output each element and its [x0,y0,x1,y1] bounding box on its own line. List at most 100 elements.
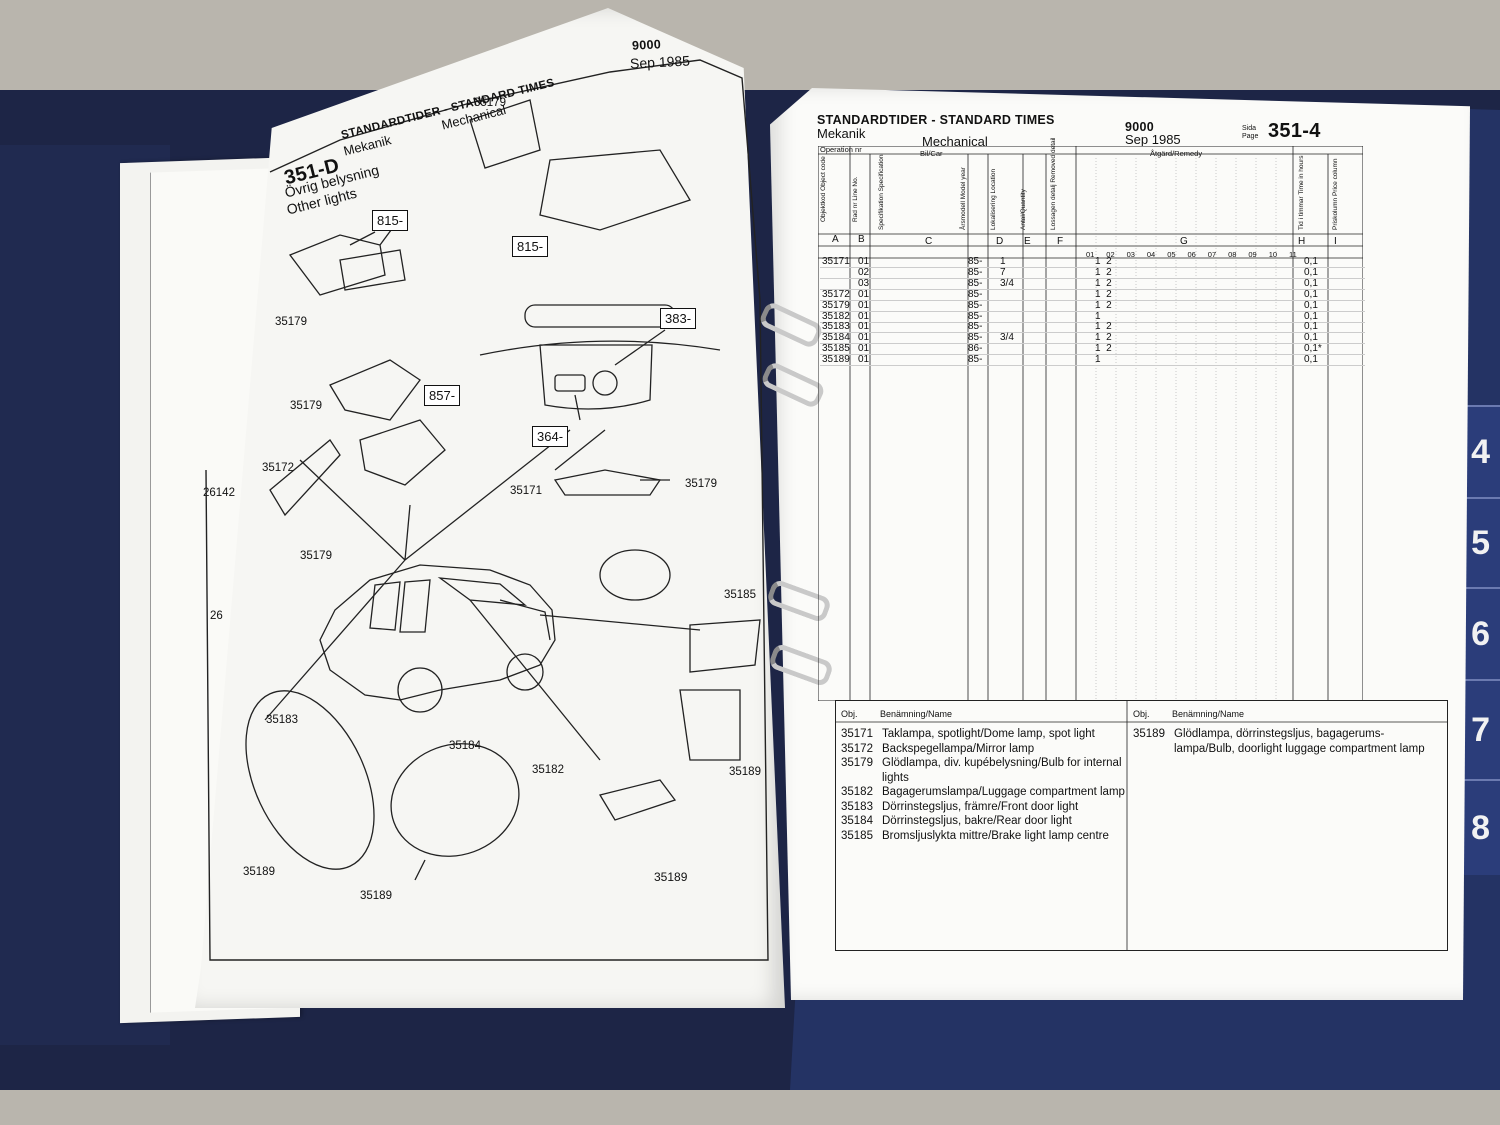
cell-code: 35184 [822,332,850,344]
legend-name: Taklampa, spotlight/Dome lamp, spot ligh… [882,728,1095,740]
cell-code: 35172 [822,288,850,300]
legend-name: Bromsljuslykta mittre/Brake light lamp c… [882,829,1109,842]
part-label: 35189 [243,866,275,878]
part-label: 35182 [532,764,564,776]
remedy-number: 09 [1248,250,1257,259]
legend-name: Dörrinstegsljus, främre/Front door light [882,800,1079,813]
part-label: 35189 [360,890,392,902]
cell-line: 01 [858,310,870,322]
legend-code: 35189 [1133,728,1165,740]
cell-code: 35179 [822,299,850,311]
col-letter: F [1057,236,1064,247]
legend-obj-header: Obj. [1133,709,1150,719]
remedy-number: 08 [1228,250,1237,259]
cell-code: 35183 [822,321,850,333]
cell-g: 1 2 [1095,256,1112,267]
legend-name: Backspegellampa/Mirror lamp [882,742,1035,755]
legend-name-header: Benämning/Name [880,709,953,719]
header-time: Tid i timmar Time in hours [1298,155,1305,230]
cell-g: 1 [1095,310,1101,322]
cell-loc: 3/4 [1000,332,1014,344]
col-letter: C [925,236,933,247]
cell-line: 01 [858,354,870,366]
page-label-sv: Sida [1242,125,1257,132]
col-letter: A [832,234,839,245]
cell-year: 85- [968,354,983,366]
header-removed-detail: Lossagen detalj Removed detail [1050,137,1057,230]
group-operation: Operation nr [820,145,862,154]
tab-label: 5 [1471,523,1490,562]
table-row: 35189 01 85- 1 0,1 [820,354,1365,367]
callout-box: 857- [424,385,461,406]
cell-time: 0,1 [1304,256,1318,267]
header-specification: Specifikation Specification [878,154,885,230]
col-letter: H [1298,236,1306,247]
header-price: Priskolumn Price column [1332,158,1339,230]
right-header-mekanik: Mekanik [817,126,866,141]
legend-name: Glödlampa, div. kupébelysning/Bulb for i… [882,757,1122,784]
header-location: Lokalisering Location [990,168,997,230]
car-drawing [319,564,556,713]
group-remedy: Åtgärd/Remedy [1150,149,1203,158]
cell-g: 1 2 [1095,277,1112,289]
part-label: 35184 [449,740,481,752]
cell-line: 01 [858,332,870,344]
cell-time: 0,1 [1304,288,1318,300]
col-letter: G [1180,236,1188,247]
left-header-date: Sep 1985 [629,52,691,72]
cell-year: 85- [968,256,983,267]
cell-year: 85- [968,310,983,322]
legend-name: Dörrinstegsljus, bakre/Rear door light [882,815,1072,827]
tab-label: 7 [1471,710,1490,749]
part-label: 35179 [300,550,332,562]
cell-g: 1 2 [1095,288,1112,300]
group-car: Bil/Car [920,149,943,158]
page-label-en: Page [1242,133,1259,140]
cell-year: 85- [968,332,983,344]
cell-line: 01 [858,343,870,355]
header-model-year: Årsmodell Model year [960,167,967,230]
callout-box: 383- [660,308,697,329]
remedy-number: 05 [1167,250,1176,259]
cell-time: 0,1 [1304,321,1318,333]
remedy-number: 07 [1207,250,1217,259]
cell-time: 0,1 [1304,299,1318,311]
cell-year: 85- [968,277,983,289]
interior-drawing [245,99,761,881]
page-label: Sida Page [1242,125,1258,141]
left-header-model: 9000 [631,37,662,53]
cell-g: 1 2 [1095,266,1112,278]
right-header-mechanical: Mechanical [922,134,988,149]
tab-label: 4 [1471,432,1490,471]
cell-g: 1 [1095,354,1101,366]
cell-code: 35185 [822,343,850,355]
cell-code: 35189 [822,354,850,366]
back-page-label: 26142 [203,487,235,499]
remedy-number: 02 [1106,250,1115,259]
remedy-number: 03 [1126,250,1135,259]
callout-box: 364- [532,426,569,447]
cell-time: 0,1 [1304,277,1318,289]
cell-g: 1 2 [1095,299,1112,311]
part-label: 35185 [724,589,756,601]
cell-year: 85- [968,321,983,333]
part-label: 35189 [654,870,688,884]
part-label: 35183 [266,714,298,726]
part-label: 35179 [685,478,717,490]
cell-time: 0,1 [1304,354,1318,366]
cell-g: 1 2 [1095,321,1112,333]
